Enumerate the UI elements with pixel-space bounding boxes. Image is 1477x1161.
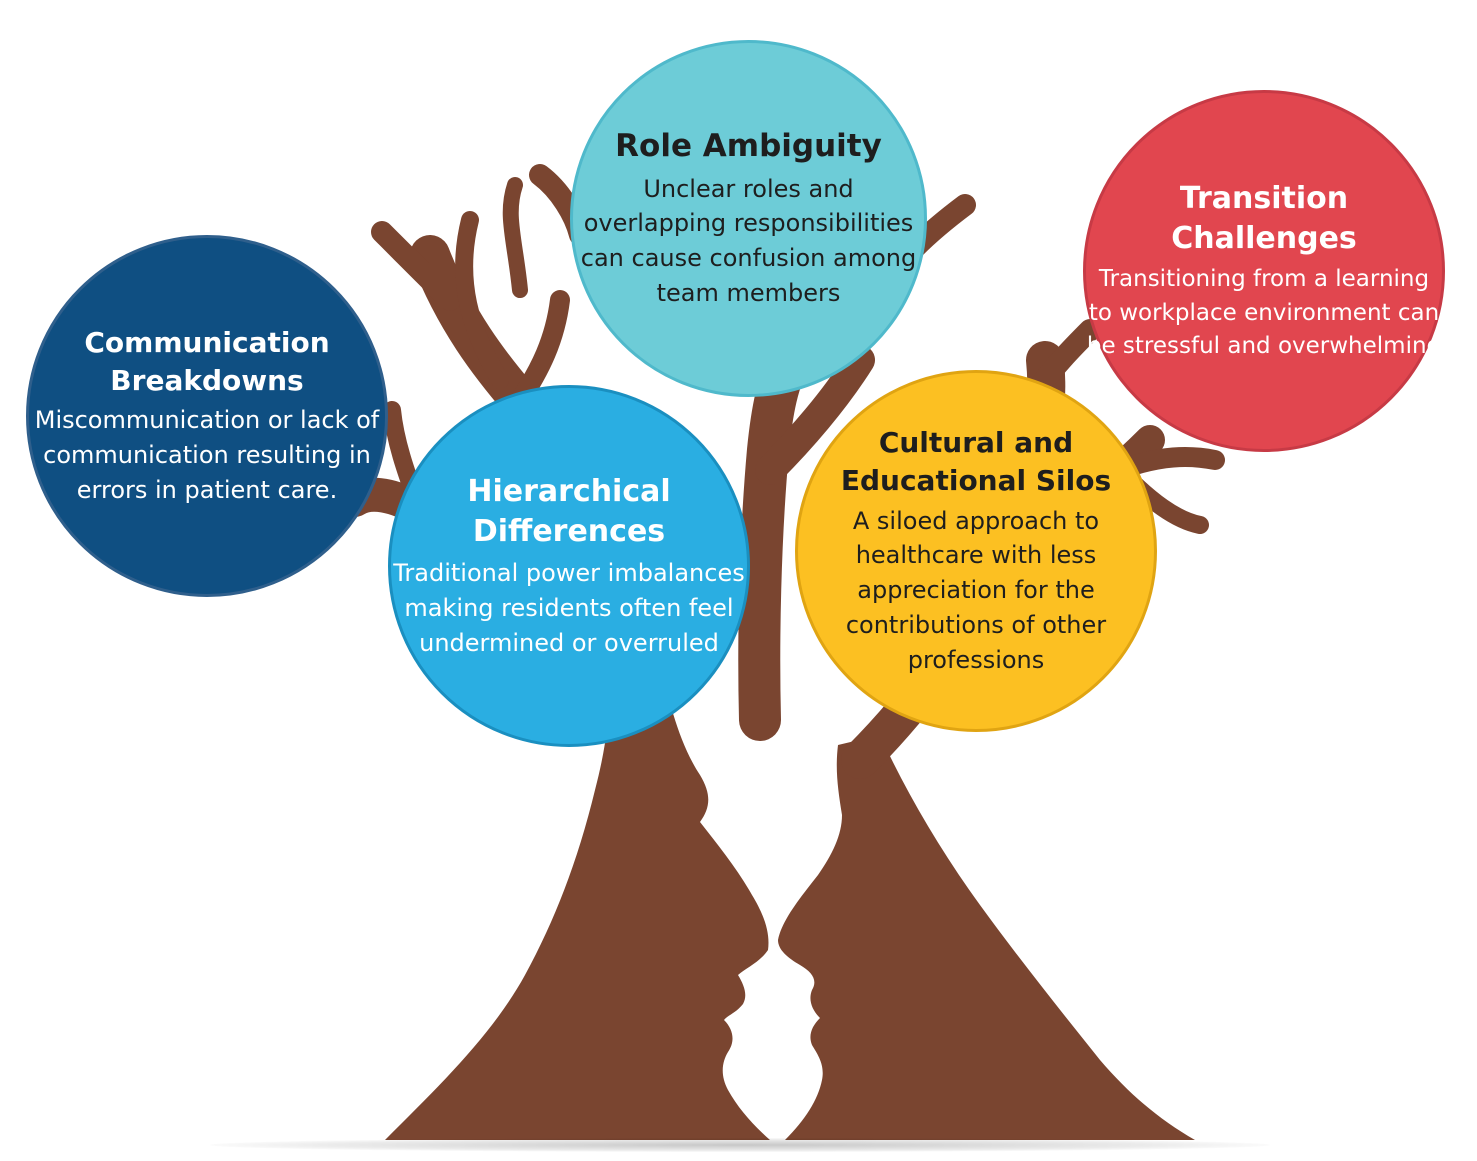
center-limb [738,339,811,741]
left-limb-twig-a [371,221,461,311]
left-limb-twig-d [502,177,528,298]
transition-challenges-title: Transition Challenges [1171,180,1357,256]
cultural-educational-silos-title: Cultural and Educational Silos [840,426,1112,497]
hierarchical-differences-circle: Hierarchical Differences Traditional pow… [388,385,750,747]
communication-breakdowns-title: Communication Breakdowns [84,326,330,397]
hierarchical-differences-description: Traditional power imbalances making resi… [393,558,745,657]
communication-breakdowns-circle: Communication Breakdowns Miscommunicatio… [26,235,388,597]
transition-challenges-description: Transitioning from a learning to workpla… [1086,266,1442,359]
transition-challenges-circle: Transition Challenges Transitioning from… [1083,90,1445,452]
role-ambiguity-circle: Role Ambiguity Unclear roles and overlap… [570,40,927,397]
role-ambiguity-description: Unclear roles and overlapping responsibi… [580,174,917,308]
left-trunk [385,660,770,1140]
role-ambiguity-title: Role Ambiguity [615,128,882,165]
hierarchical-differences-title: Hierarchical Differences [467,473,671,549]
right-trunk [778,735,1195,1140]
communication-breakdowns-description: Miscommunication or lack of communicatio… [34,406,380,504]
center-limb-twig-c [755,345,875,485]
cultural-educational-silos-circle: Cultural and Educational Silos A siloed … [795,370,1157,732]
cultural-educational-silos-description: A siloed approach to healthcare with les… [845,506,1107,674]
ground-shadow [210,1138,1270,1152]
left-limb-twig-c [455,211,509,389]
